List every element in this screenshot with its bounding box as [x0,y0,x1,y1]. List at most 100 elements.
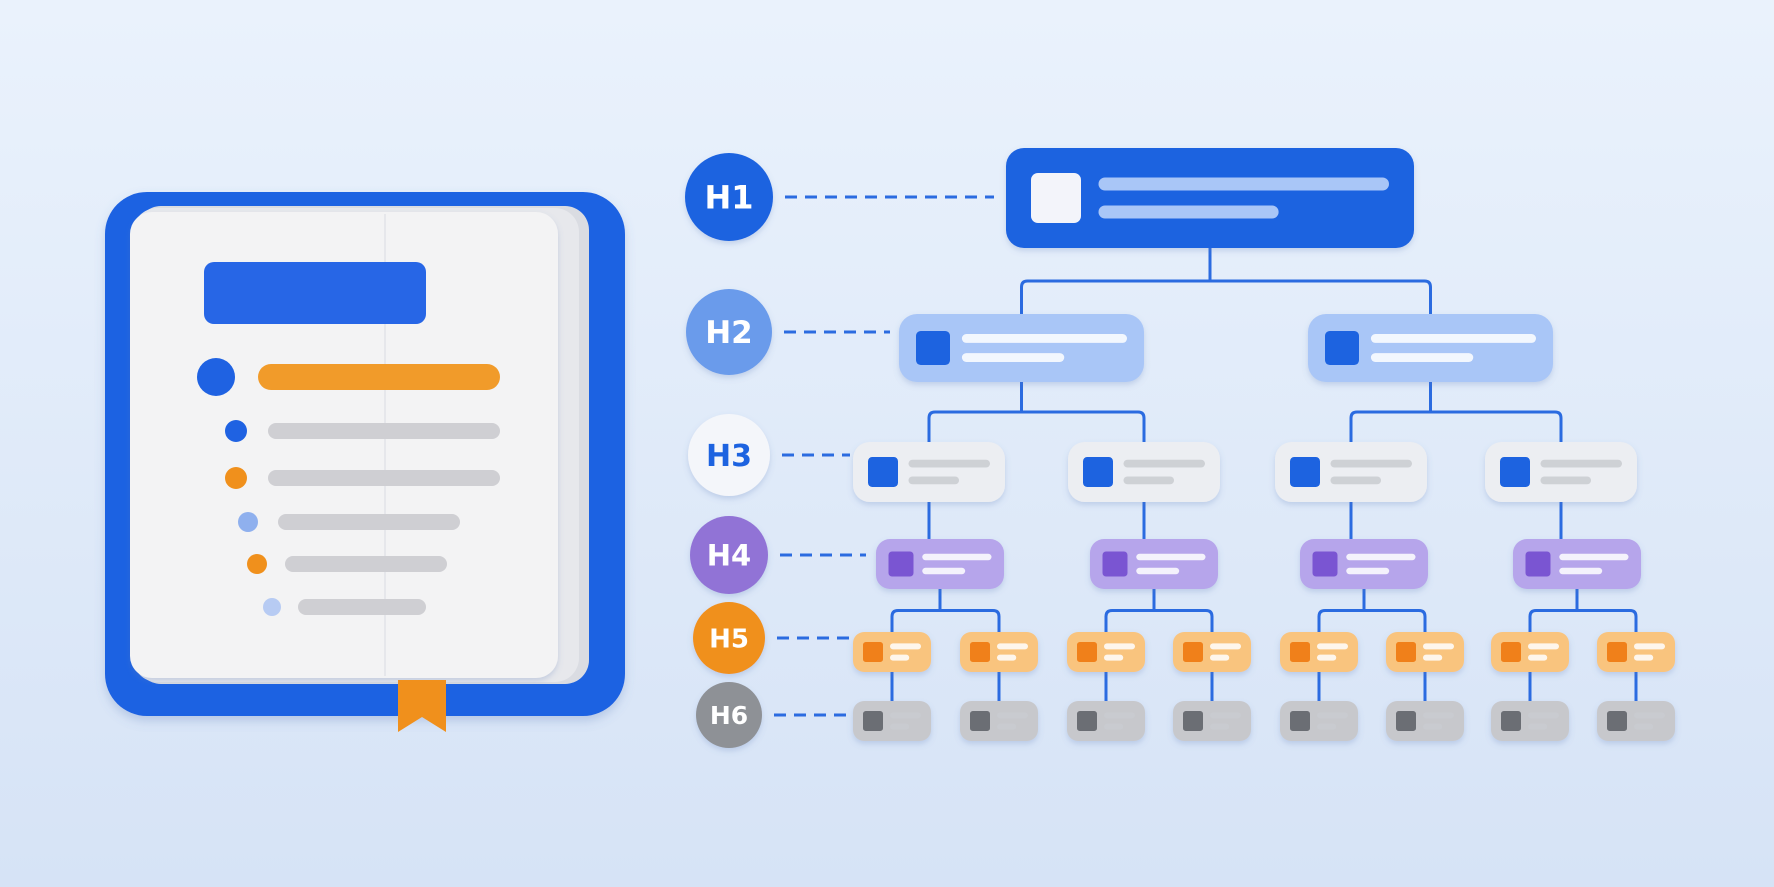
node-text-line [890,643,921,650]
node-text-line [1104,723,1124,730]
heading-node [1068,442,1220,502]
book-icon [105,192,625,732]
tree-connector [890,589,1001,632]
node-text-line [1210,643,1241,650]
node-text-line [1330,476,1382,485]
node-square-icon [1031,173,1081,223]
heading-node [1597,632,1675,672]
node-text-line [1210,723,1230,730]
node-text-line [1123,459,1205,468]
node-square-icon [1290,457,1320,487]
badge-circle [686,289,772,375]
book-outline-item [197,358,500,396]
node-square-icon [1312,551,1338,577]
book-outline-item [263,598,426,616]
heading-node [1386,632,1464,672]
heading-node [1513,539,1641,589]
node-text-line [1634,723,1654,730]
node-text-line [1104,712,1135,719]
node-square-icon [970,642,990,662]
heading-node [1090,539,1218,589]
heading-node [1173,701,1251,741]
node-text-line [1370,334,1536,343]
heading-level-badge: H3 [688,414,770,496]
outline-line [285,556,447,572]
node-text-line [1528,723,1548,730]
badge-label: H1 [704,179,753,217]
badge-circle [688,414,770,496]
node-text-line [922,553,992,561]
outline-bullet [247,554,267,574]
outline-line [278,514,460,530]
outline-line [258,364,500,390]
badge-label: H3 [706,439,752,474]
node-text-line [997,643,1028,650]
node-text-line [1330,459,1412,468]
badge-label: H5 [709,624,749,654]
book-page [130,212,558,678]
node-text-line [1317,712,1348,719]
node-text-line [997,712,1028,719]
node-text-line [1423,712,1454,719]
node-square-icon [863,711,883,731]
heading-node [876,539,1004,589]
node-text-line [1528,712,1559,719]
node-text-line [1634,643,1665,650]
heading-node [1280,701,1358,741]
node-square-icon [1290,642,1310,662]
node-text-line [1370,353,1474,362]
heading-node [1173,632,1251,672]
node-card [899,314,1144,382]
node-square-icon [1501,711,1521,731]
node-square-icon [1325,331,1359,365]
node-text-line [922,567,966,575]
outline-line [268,470,500,486]
heading-node [1491,701,1569,741]
node-square-icon [1077,642,1097,662]
node-text-line [1559,553,1629,561]
book-title-bar [204,262,426,324]
tree-connector [1349,382,1563,442]
node-square-icon [970,711,990,731]
node-text-line [1540,459,1622,468]
node-square-icon [868,457,898,487]
node-text-line [1634,712,1665,719]
node-text-line [1317,723,1337,730]
outline-bullet [238,512,258,532]
heading-node [1308,314,1553,382]
book-outline-item [238,512,460,532]
node-text-line [1104,654,1124,661]
node-text-line [908,476,960,485]
node-square-icon [1083,457,1113,487]
node-text-line [1136,553,1206,561]
node-square-icon [863,642,883,662]
heading-node [1280,632,1358,672]
outline-line [268,423,500,439]
node-text-line [890,712,921,719]
node-text-line [1123,476,1175,485]
heading-node [853,701,931,741]
node-text-line [1104,643,1135,650]
node-square-icon [1396,711,1416,731]
node-text-line [997,723,1017,730]
node-text-line [1528,654,1548,661]
tree-connector [1104,589,1214,632]
node-square-icon [1607,711,1627,731]
heading-node [853,632,931,672]
node-square-icon [1102,551,1128,577]
book-outline-item [247,554,447,574]
heading-level-badge: H4 [690,516,768,594]
outline-bullet [225,467,247,489]
outline-bullet [225,420,247,442]
node-text-line [890,723,910,730]
heading-node [1067,632,1145,672]
node-text-line [1540,476,1592,485]
outline-bullet [197,358,235,396]
node-square-icon [1501,642,1521,662]
node-text-line [1634,654,1654,661]
tree-connector [1317,589,1427,632]
node-text-line [1423,643,1454,650]
badge-circle [693,602,765,674]
node-text-line [1528,643,1559,650]
node-text-line [1210,654,1230,661]
